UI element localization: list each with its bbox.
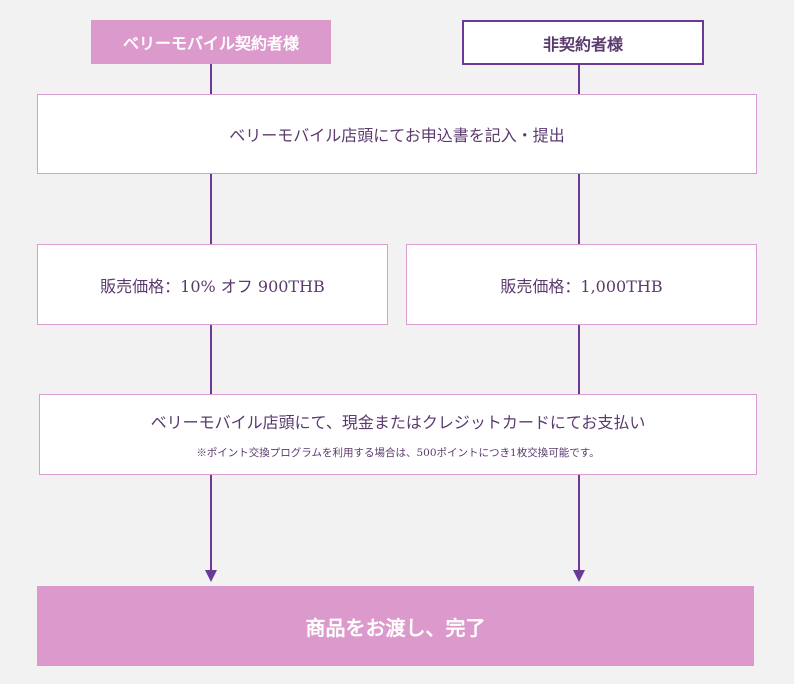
member-price-step: 販売価格：10% オフ 900THB [37, 244, 388, 325]
connector-non-member-header-to-apply [578, 64, 580, 94]
complete-step-label: 商品をお渡し、完了 [305, 615, 486, 640]
payment-step-label: ベリーモバイル店頭にて、現金またはクレジットカードにてお支払い [150, 413, 646, 432]
connector-payment-to-complete-right [578, 475, 580, 571]
non-member-header-label: 非契約者様 [542, 34, 623, 54]
connector-apply-to-member-price [210, 174, 212, 244]
member-header: ベリーモバイル契約者様 [91, 20, 331, 64]
connector-non-member-price-to-payment [578, 325, 580, 395]
connector-payment-to-complete-left [210, 475, 212, 571]
connector-member-price-to-payment [210, 325, 212, 395]
member-price-label: 販売価格：10% オフ 900THB [100, 276, 325, 296]
apply-step: ベリーモバイル店頭にてお申込書を記入・提出 [37, 94, 757, 174]
arrow-down-left-icon [205, 570, 217, 582]
non-member-price-step: 販売価格：1,000THB [406, 244, 757, 325]
non-member-price-label: 販売価格：1,000THB [500, 276, 663, 296]
payment-step: ベリーモバイル店頭にて、現金またはクレジットカードにてお支払い ※ポイント交換プ… [39, 394, 757, 475]
member-header-label: ベリーモバイル契約者様 [122, 34, 299, 53]
payment-note: ※ポイント交換プログラムを利用する場合は、500ポイントにつき1枚交換可能です。 [196, 447, 600, 459]
connector-member-header-to-apply [210, 64, 212, 94]
arrow-down-right-icon [573, 570, 585, 582]
apply-step-label: ベリーモバイル店頭にてお申込書を記入・提出 [229, 126, 565, 145]
non-member-header: 非契約者様 [462, 20, 704, 65]
connector-apply-to-non-member-price [578, 174, 580, 244]
complete-step: 商品をお渡し、完了 [37, 586, 754, 666]
